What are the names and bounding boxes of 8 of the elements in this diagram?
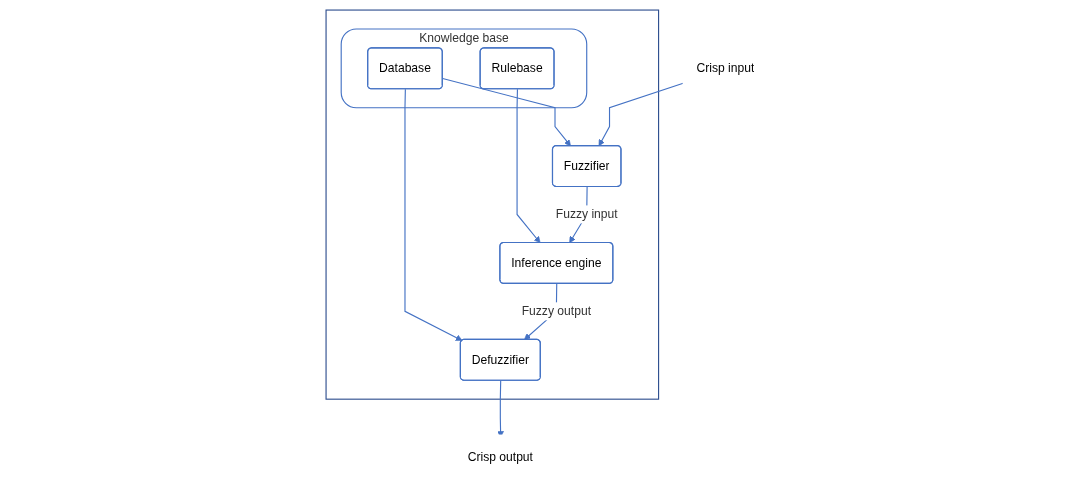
edge-label: Fuzzy output [521, 304, 592, 318]
arrow [442, 77, 572, 147]
cluster [325, 9, 660, 400]
node-text: Crisp output [467, 450, 534, 464]
arrow [516, 88, 541, 244]
arrow [404, 88, 463, 341]
node-text: Crisp input [696, 61, 755, 75]
edge-label: Fuzzy input [555, 207, 618, 221]
